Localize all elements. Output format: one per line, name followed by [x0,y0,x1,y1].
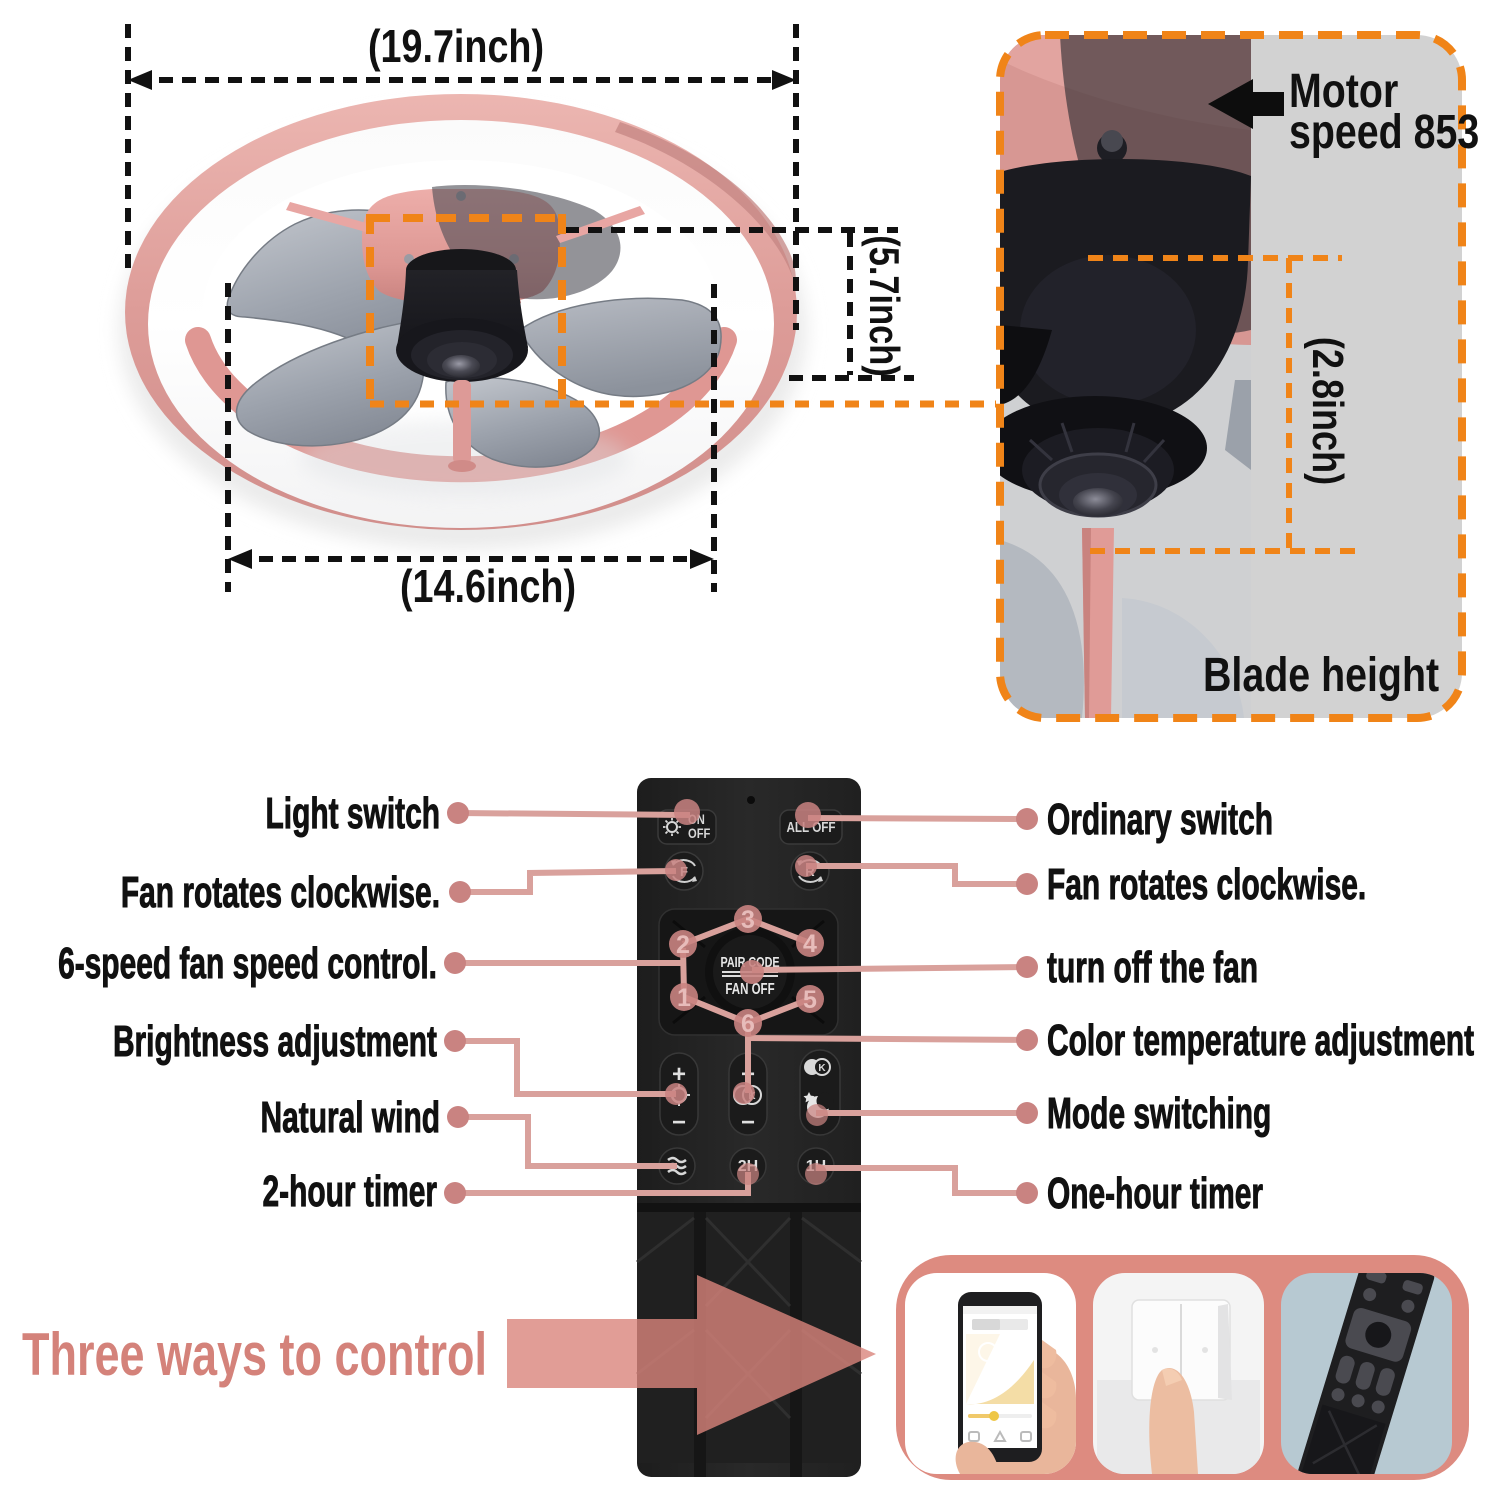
svg-text:(14.6inch): (14.6inch) [400,560,576,611]
svg-text:FAN OFF: FAN OFF [725,979,774,997]
svg-text:(2.8inch): (2.8inch) [1303,337,1352,485]
svg-text:2-hour timer: 2-hour timer [263,1166,438,1215]
svg-text:Motor: Motor [1289,64,1398,118]
svg-text:Mode switching: Mode switching [1047,1088,1271,1137]
svg-text:−: − [672,1109,686,1136]
svg-text:5: 5 [803,986,817,1014]
svg-text:Fan rotates clockwise.: Fan rotates clockwise. [1047,859,1366,908]
svg-text:3: 3 [741,906,755,934]
svg-text:(19.7inch): (19.7inch) [368,20,544,71]
svg-text:(5.7inch): (5.7inch) [860,235,907,377]
svg-text:K: K [818,1063,826,1074]
svg-text:Brightness adjustment: Brightness adjustment [113,1016,437,1065]
svg-text:Three ways to control: Three ways to control [22,1322,487,1389]
svg-text:6-speed fan speed control.: 6-speed fan speed control. [58,938,437,987]
svg-text:6: 6 [741,1010,755,1038]
svg-text:+: + [672,1061,686,1088]
svg-text:4: 4 [803,930,817,958]
svg-text:Blade height: Blade height [1203,648,1439,702]
svg-text:Light switch: Light switch [266,788,440,837]
svg-text:OFF: OFF [688,826,711,841]
svg-text:−: − [741,1109,755,1136]
svg-text:turn off the fan: turn off the fan [1047,942,1258,991]
svg-text:Ordinary switch: Ordinary switch [1047,794,1273,843]
svg-text:Natural wind: Natural wind [261,1092,440,1141]
svg-text:Color temperature adjustment: Color temperature adjustment [1047,1015,1474,1064]
svg-text:1: 1 [677,984,691,1012]
svg-text:2: 2 [676,931,690,959]
svg-text:One-hour timer: One-hour timer [1047,1168,1263,1217]
svg-text:Fan rotates clockwise.: Fan rotates clockwise. [121,867,440,916]
svg-text:speed 853: speed 853 [1289,105,1479,159]
